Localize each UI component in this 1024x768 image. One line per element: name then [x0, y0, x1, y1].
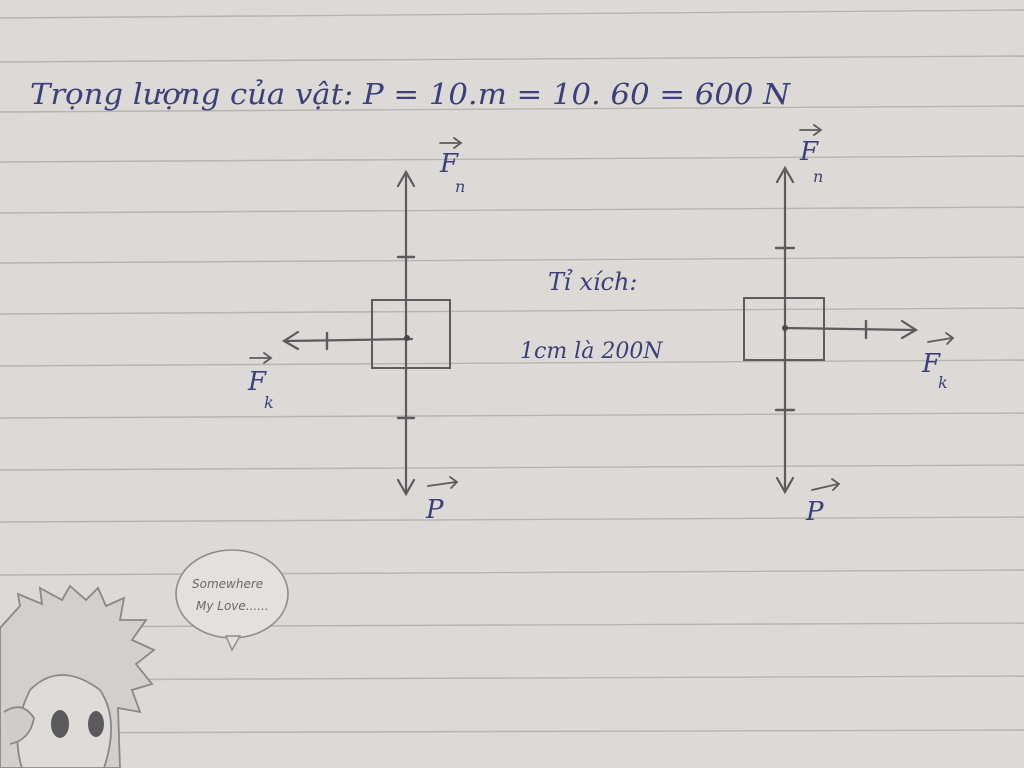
cartoon-illustration: Somewhere My Love...... [0, 549, 289, 768]
scale-value: 1cm là 200N [520, 339, 663, 364]
label-fk-left-letter: F [247, 367, 267, 397]
origin-dot-left [404, 335, 410, 341]
label-fk-left: F k [247, 352, 274, 412]
free-body-diagram-right: F n F k P [743, 124, 955, 527]
object-box-left [371, 299, 451, 369]
label-fn-left-sub: n [455, 177, 465, 196]
heading-text: Trọng lượng của vật: P = 10.m = 10. 60 =… [30, 77, 792, 111]
label-fn-right: F n [799, 124, 823, 186]
label-fn-left-letter: F [439, 149, 459, 179]
friction-force-arrowhead-left [281, 330, 300, 351]
scale-title: Tỉ xích: [548, 268, 638, 296]
friction-force-arrow-left [284, 337, 414, 343]
speech-bubble-line2: My Love...... [196, 599, 269, 613]
friction-force-arrowhead-right [900, 319, 919, 340]
label-fk-right-sub: k [938, 373, 948, 392]
weight-arrowhead-left [396, 478, 416, 497]
label-fk-left-sub: k [264, 393, 274, 412]
label-p-left: P [425, 476, 459, 525]
label-fk-right: F k [921, 332, 955, 392]
normal-force-arrowhead-right [775, 165, 795, 184]
cartoon-face-icon [0, 584, 156, 768]
label-p-right-letter: P [805, 497, 824, 527]
speech-bubble-line1: Somewhere [192, 577, 263, 591]
ruled-lines [0, 9, 1024, 734]
label-fk-right-letter: F [921, 349, 941, 379]
label-p-left-letter: P [425, 495, 444, 525]
friction-force-arrow-right [783, 326, 916, 332]
label-fn-right-letter: F [799, 137, 819, 167]
normal-force-arrowhead-left [396, 169, 416, 188]
weight-arrowhead-right [775, 476, 795, 495]
origin-dot-right [782, 325, 788, 331]
speech-bubble: Somewhere My Love...... [175, 549, 289, 652]
label-p-right: P [805, 478, 841, 527]
free-body-diagram-left: F n F k P [247, 137, 465, 525]
label-fn-right-sub: n [813, 167, 823, 186]
label-fn-left: F n [439, 137, 465, 196]
